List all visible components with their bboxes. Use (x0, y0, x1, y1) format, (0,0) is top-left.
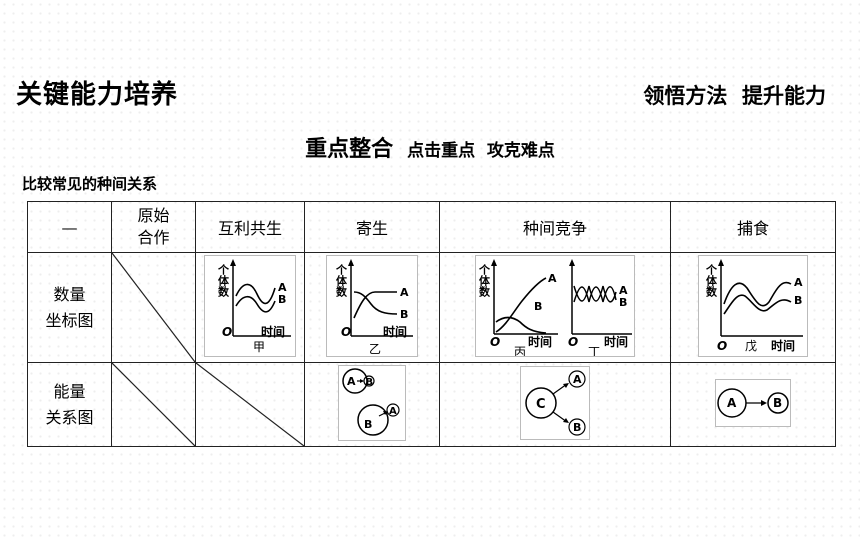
empty-cell-cooperation-graph (111, 252, 196, 363)
label-a: A (400, 286, 409, 299)
y-axis-label-bing: 个体数 (478, 262, 492, 297)
node-c: C (536, 397, 546, 412)
table-row-energy: 能量 关系图 A B B A (27, 362, 836, 447)
origin-label: O (717, 339, 727, 353)
graph-cell-competition: 个体数 A B O 时间 丙 A B O 时间 丁 (439, 252, 671, 363)
x-axis-label: 时间 (771, 338, 795, 353)
label-a: A (278, 281, 287, 294)
curve-b (353, 290, 398, 315)
energy-diagram-competition: C A B (520, 365, 590, 440)
curve-a (723, 281, 792, 307)
graph-cell-mutualism: 个体数 A B O 时间 甲 (195, 252, 305, 363)
empty-cell-mutualism-energy (195, 362, 305, 447)
curve-a-ding (573, 285, 617, 302)
energy-cell-competition: C A B (439, 362, 671, 447)
node-a: A (727, 396, 737, 410)
x-axis-label: 时间 (383, 324, 407, 339)
node-b-2: B (364, 418, 372, 431)
graph-wu: 个体数 A B O 戊 时间 (698, 254, 808, 357)
page-tagline: 领悟方法 提升能力 (643, 84, 826, 108)
graph-name-bing: 丙 (514, 345, 526, 357)
y-axis-label: 个体数 (217, 262, 231, 297)
graph-name-ding: 丁 (588, 345, 600, 357)
empty-cell-cooperation-energy (111, 362, 196, 447)
row-header-quantity: 数量 坐标图 (27, 252, 112, 363)
origin-label-ding: O (568, 335, 578, 349)
label-b: B (794, 294, 802, 307)
node-a-2: A (389, 406, 397, 417)
label-a-ding: A (619, 284, 628, 297)
col-header-mutualism: 互利共生 (195, 201, 305, 253)
origin-label: O (341, 325, 351, 339)
energy-diagram-predation: A B (715, 378, 791, 427)
page-title: 关键能力培养 (16, 80, 179, 110)
node-b: B (773, 396, 782, 410)
label-a: A (794, 276, 803, 289)
y-axis-label: 个体数 (705, 262, 719, 297)
table-header-row: — 原始 合作 互利共生 寄生 种间竞争 捕食 (27, 201, 836, 253)
energy-diagram-parasitism: A B B A (338, 364, 406, 441)
x-axis-label-ding: 时间 (604, 334, 628, 349)
node-b: B (573, 421, 581, 434)
curve-b-bing (495, 316, 547, 334)
graph-bing-ding: 个体数 A B O 时间 丙 A B O 时间 丁 (475, 254, 635, 357)
col-header-parasitism: 寄生 (304, 201, 440, 253)
origin-label-bing: O (490, 335, 500, 349)
curve-a (235, 283, 276, 304)
y-axis-label: 个体数 (335, 262, 349, 297)
table-caption: 比较常见的种间关系 (22, 175, 158, 193)
graph-cell-predation: 个体数 A B O 戊 时间 (670, 252, 836, 363)
graph-cell-parasitism: 个体数 A B O 时间 乙 (304, 252, 440, 363)
graph-name-jia: 甲 (253, 340, 265, 354)
graph-jia: 个体数 A B O 时间 甲 (204, 254, 296, 357)
label-b: B (278, 293, 286, 306)
diagonal-slash (196, 363, 304, 446)
section-heading-main: 重点整合 (305, 137, 394, 162)
row-header-energy: 能量 关系图 (27, 362, 112, 447)
graph-name-yi: 乙 (369, 342, 381, 356)
corner-cell: — (27, 201, 112, 253)
origin-label: O (222, 325, 232, 339)
curve-b (235, 295, 276, 313)
section-heading-sub: 点击重点 攻克难点 (407, 141, 555, 161)
table-row-quantity: 数量 坐标图 个体数 A B O 时间 甲 (27, 252, 836, 363)
x-axis-label-bing: 时间 (528, 334, 552, 349)
label-b-bing: B (534, 300, 542, 313)
node-b: B (366, 377, 374, 388)
section-heading: 重点整合点击重点 攻克难点 (0, 131, 860, 163)
energy-cell-predation: A B (670, 362, 836, 447)
col-header-predation: 捕食 (670, 201, 836, 253)
curve-b-ding (573, 285, 617, 302)
curve-a-bing (495, 276, 547, 333)
curve-b (723, 293, 792, 314)
node-a: A (573, 373, 582, 386)
energy-cell-parasitism: A B B A (304, 362, 440, 447)
col-header-competition: 种间竞争 (439, 201, 671, 253)
node-a: A (347, 375, 356, 388)
diagonal-slash (112, 253, 195, 362)
x-axis-label: 时间 (261, 324, 285, 339)
label-a-bing: A (548, 272, 557, 285)
relationship-table: — 原始 合作 互利共生 寄生 种间竞争 捕食 数量 坐标图 个体数 A B O… (27, 201, 836, 447)
graph-yi: 个体数 A B O 时间 乙 (326, 254, 418, 357)
col-header-cooperation: 原始 合作 (111, 201, 196, 253)
graph-name-wu: 戊 (745, 339, 757, 353)
label-b: B (400, 308, 408, 321)
diagonal-slash (112, 363, 195, 446)
label-b-ding: B (619, 296, 627, 309)
